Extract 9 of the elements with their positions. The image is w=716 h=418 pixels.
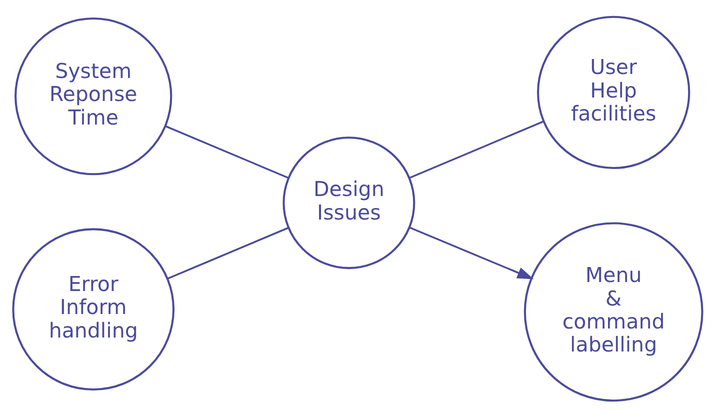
node-circle: Design Issues bbox=[282, 136, 416, 270]
connector bbox=[409, 120, 544, 179]
connector bbox=[167, 226, 289, 280]
node-circle: Menu & command labelling bbox=[524, 222, 704, 402]
arrow bbox=[409, 226, 534, 280]
connector bbox=[165, 125, 288, 179]
node-circle: Error Inform handling bbox=[12, 228, 175, 391]
node-circle: User Help facilities bbox=[536, 16, 690, 170]
node-circle: System Reponse Time bbox=[14, 17, 172, 176]
